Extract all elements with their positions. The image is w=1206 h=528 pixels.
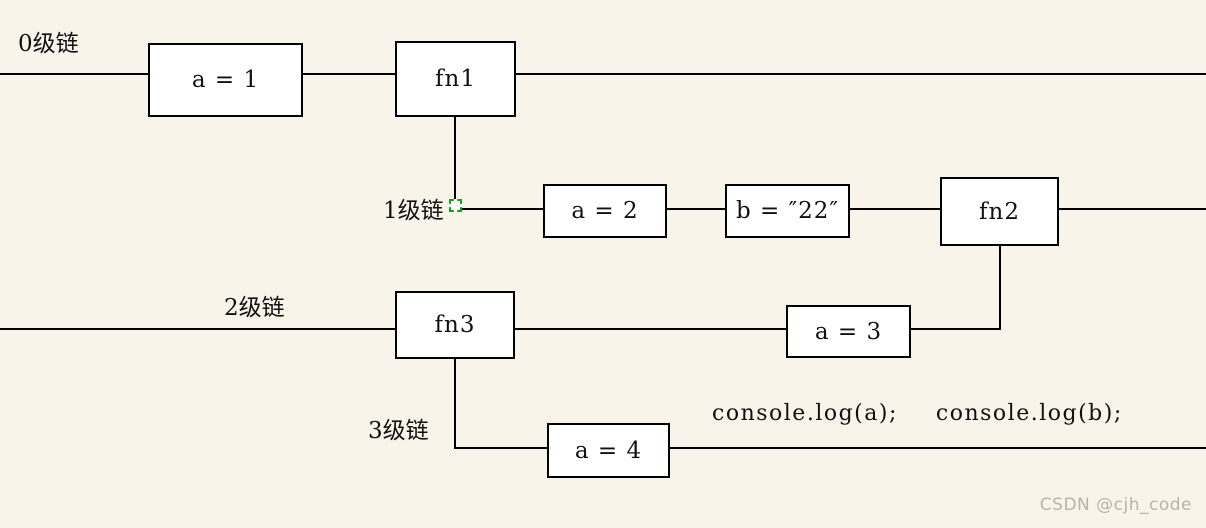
console-log-a: console.log(a); — [712, 401, 898, 426]
chain-label-level3: 3级链 — [368, 418, 429, 444]
fn1-down-connector — [454, 117, 456, 201]
fn2-down-connector — [999, 246, 1001, 330]
selection-anchor-marker — [449, 199, 462, 212]
csdn-watermark: CSDN @cjh_code — [1039, 495, 1192, 515]
level0-line-left — [0, 73, 148, 75]
console-log-b: console.log(b); — [935, 401, 1123, 426]
fn3-down-connector — [454, 359, 456, 449]
node-a1: a = 1 — [148, 43, 303, 117]
level1-line-mid1 — [667, 208, 725, 210]
chain-label-level2: 2级链 — [224, 295, 285, 321]
console-statements: console.log(a); console.log(b); — [712, 401, 1123, 426]
level2-line-left — [0, 328, 395, 330]
level3-line-right — [670, 447, 1206, 449]
node-fn3: fn3 — [395, 291, 515, 359]
level2-line-right — [911, 328, 1001, 330]
node-b22: b = ″22″ — [725, 184, 850, 238]
node-a2: a = 2 — [543, 184, 667, 238]
level2-line-mid — [515, 328, 786, 330]
node-fn2: fn2 — [940, 177, 1059, 246]
level1-line-right — [1059, 208, 1206, 210]
node-a3: a = 3 — [786, 305, 911, 358]
node-a4: a = 4 — [547, 423, 670, 478]
node-fn1: fn1 — [395, 41, 516, 117]
chain-label-level0: 0级链 — [18, 31, 79, 57]
level0-line-right — [516, 73, 1206, 75]
level1-line-left — [462, 208, 543, 210]
level0-line-mid — [303, 73, 395, 75]
level1-line-mid2 — [850, 208, 940, 210]
chain-label-level1: 1级链 — [383, 198, 444, 224]
level3-line-left — [454, 447, 547, 449]
